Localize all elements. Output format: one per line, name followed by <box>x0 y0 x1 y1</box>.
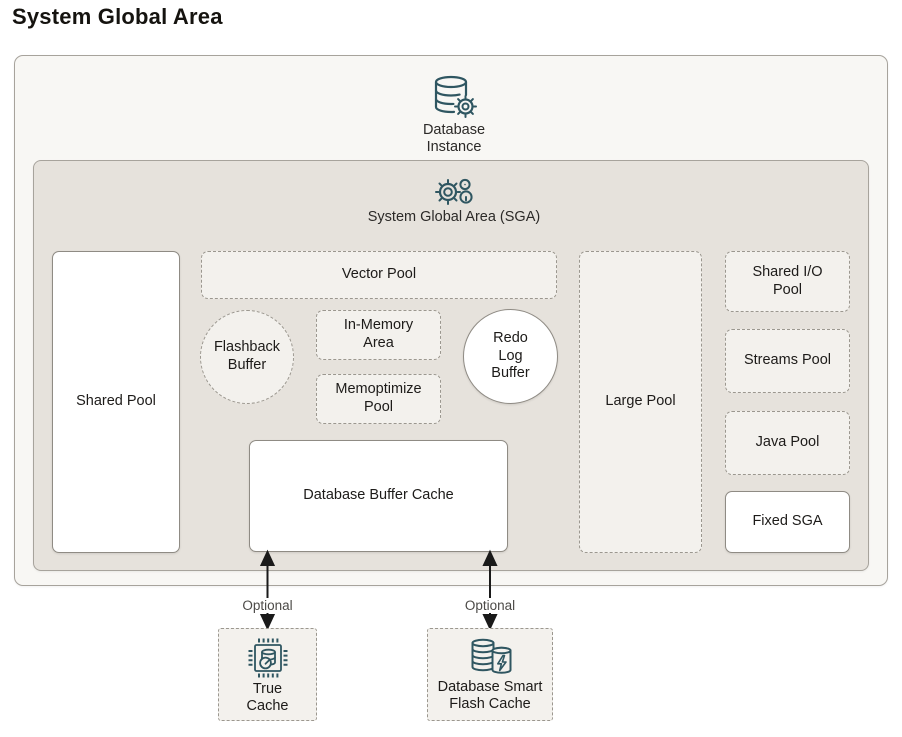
sga-label: System Global Area (SGA) <box>367 209 541 225</box>
node-java-pool: Java Pool <box>725 411 850 475</box>
database-flash-icon <box>471 638 512 674</box>
database-instance-label: Database Instance <box>422 122 486 156</box>
node-streams-pool: Streams Pool <box>725 329 850 393</box>
gear-clock-icon <box>435 178 473 205</box>
node-fixed-sga: Fixed SGA <box>725 491 850 553</box>
vector-pool-label: Vector Pool <box>341 266 417 283</box>
page-title: System Global Area <box>12 4 223 29</box>
node-memoptimize-pool: Memoptimize Pool <box>316 374 441 424</box>
database-buffer-cache-label: Database Buffer Cache <box>303 487 454 504</box>
node-database-smart-flash-cache: Database Smart Flash Cache <box>427 628 553 721</box>
large-pool-label: Large Pool <box>605 393 676 410</box>
node-database-buffer-cache: Database Buffer Cache <box>249 440 508 552</box>
database-gear-icon <box>434 75 477 118</box>
shared-pool-label: Shared Pool <box>76 393 156 410</box>
node-flashback-buffer: Flashback Buffer <box>200 310 294 404</box>
shared-io-pool-label: Shared I/O Pool <box>752 263 823 298</box>
node-true-cache: True Cache <box>218 628 317 721</box>
java-pool-label: Java Pool <box>755 434 820 451</box>
sga-header: System Global Area (SGA) <box>354 177 554 226</box>
streams-pool-label: Streams Pool <box>743 352 832 369</box>
memoptimize-pool-label: Memoptimize Pool <box>335 381 422 415</box>
in-memory-area-label: In-Memory Area <box>343 317 414 351</box>
node-shared-io-pool: Shared I/O Pool <box>725 251 850 312</box>
database-smart-flash-cache-label: Database Smart Flash Cache <box>437 679 543 712</box>
node-vector-pool: Vector Pool <box>201 251 557 299</box>
node-large-pool: Large Pool <box>579 251 702 553</box>
true-cache-label: True Cache <box>246 681 289 714</box>
database-instance-node: Database Instance <box>394 74 514 156</box>
fixed-sga-label: Fixed SGA <box>752 513 823 530</box>
flashback-buffer-label: Flashback Buffer <box>213 339 281 373</box>
node-redo-log-buffer: Redo Log Buffer <box>463 309 558 404</box>
redo-log-buffer-label: Redo Log Buffer <box>491 329 530 382</box>
optional-label-2: Optional <box>460 598 520 613</box>
node-in-memory-area: In-Memory Area <box>316 310 441 360</box>
optional-label-1: Optional <box>238 598 297 613</box>
chip-cache-icon <box>248 638 287 678</box>
node-shared-pool: Shared Pool <box>52 251 180 553</box>
